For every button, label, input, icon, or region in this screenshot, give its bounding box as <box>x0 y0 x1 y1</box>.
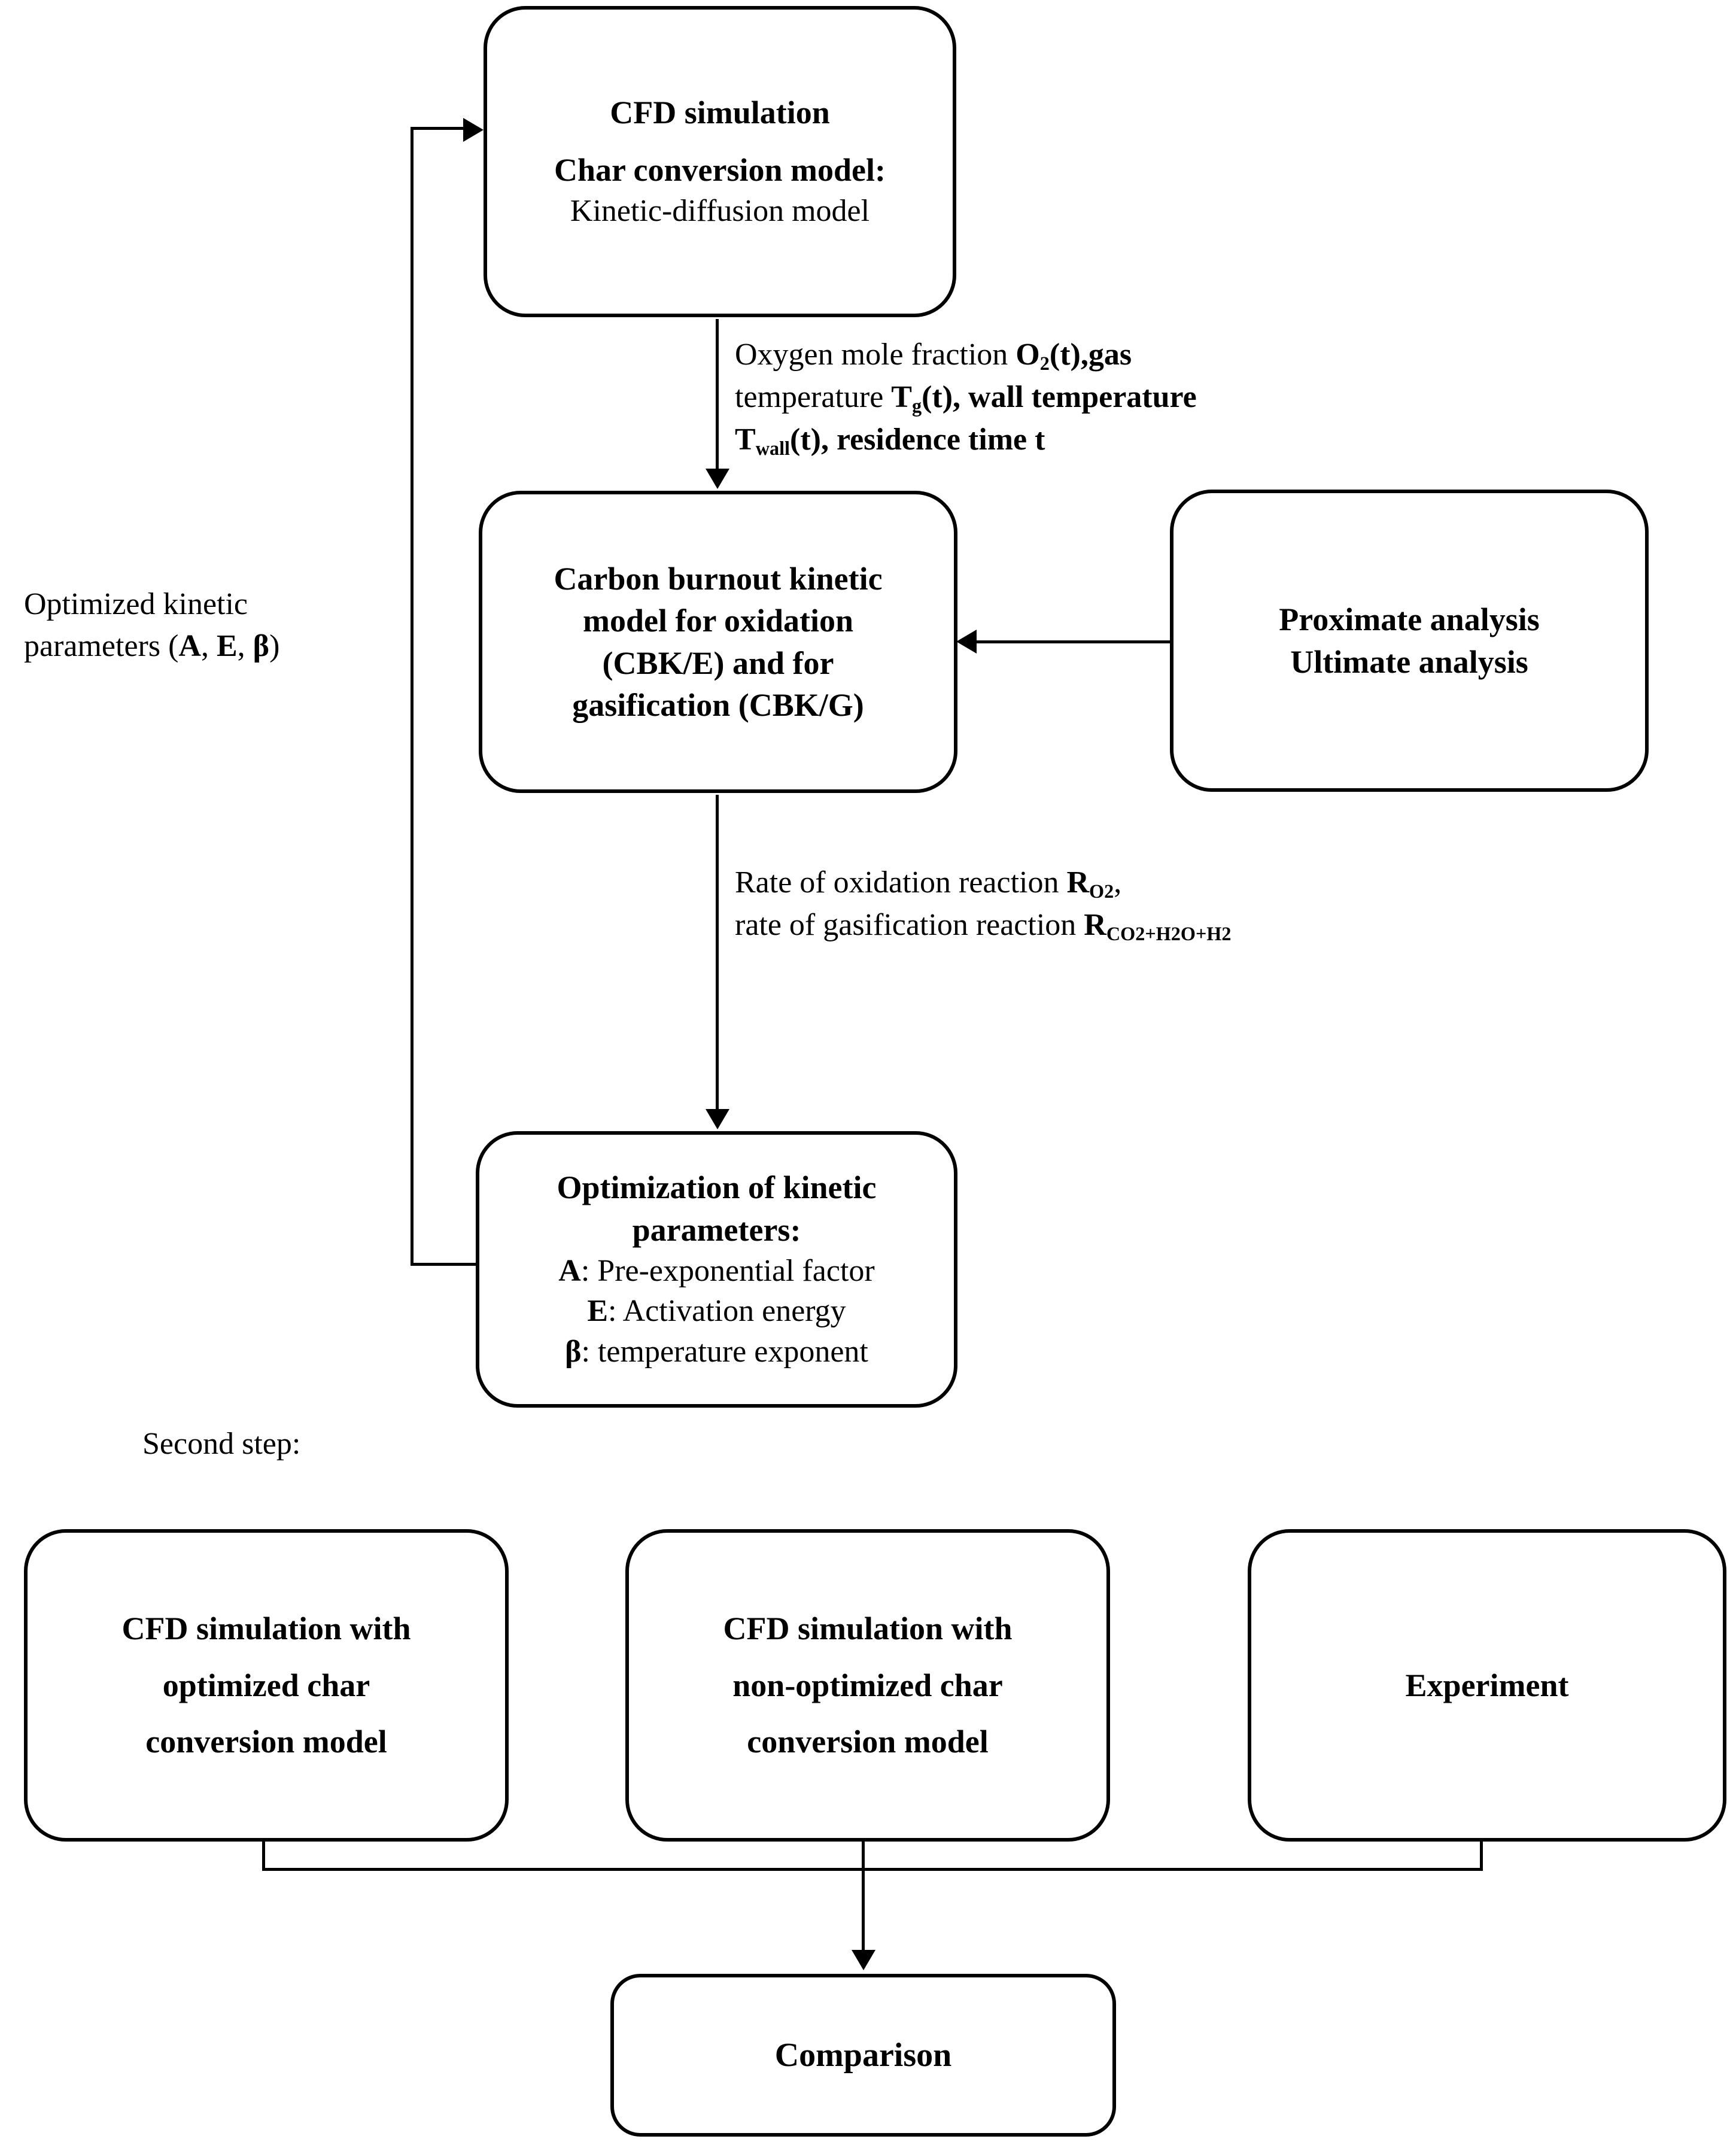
arrowhead-analysis-to-cbk <box>956 630 977 654</box>
connector-analysis-to-cbk <box>977 640 1171 643</box>
symbol-rco2: RCO2+H2O+H2 <box>1084 908 1232 945</box>
node-experiment-label: Experiment <box>1405 1667 1569 1703</box>
connector-feedback-bottom <box>411 1263 478 1266</box>
node-cbk-line4: gasification (CBK/G) <box>572 686 864 723</box>
arrowhead-cbk-to-opt <box>706 1109 729 1129</box>
node-cbk-line3: (CBK/E) and for <box>602 645 834 681</box>
arrowhead-bus-to-comparison <box>852 1950 875 1970</box>
arrowhead-feedback-to-cfd <box>463 118 484 142</box>
node-cfd-optimized-line1: CFD simulation with <box>121 1611 411 1647</box>
edge-label-cbk-to-opt: Rate of oxidation reaction RO2, rate of … <box>735 862 1232 947</box>
param-symbol-beta: β <box>565 1334 582 1369</box>
node-experiment[interactable]: Experiment <box>1248 1529 1726 1842</box>
node-cfd-simulation-subtitle: Char conversion model: <box>554 151 886 188</box>
connector-optimized-drop <box>262 1842 265 1870</box>
node-cfd-simulation-model: Kinetic-diffusion model <box>570 193 870 228</box>
node-optimization[interactable]: Optimization of kinetic parameters: A: P… <box>476 1131 957 1408</box>
symbol-ro2: RO2 <box>1066 865 1114 903</box>
feedback-symbol-a: A <box>178 628 201 663</box>
connector-cfd-to-cbk <box>716 319 719 469</box>
param-text-a: : Pre-exponential factor <box>580 1253 875 1288</box>
node-analysis-ultimate: Ultimate analysis <box>1290 643 1528 680</box>
param-text-e: : Activation energy <box>608 1294 846 1329</box>
node-cbk-line2: model for oxidation <box>582 603 853 639</box>
edge-label-cfd-line3: Twall(t), residence time t <box>735 419 1197 461</box>
connector-merge-bus <box>262 1868 1483 1871</box>
connector-experiment-drop <box>1480 1842 1483 1870</box>
connector-non-optimized-drop <box>862 1842 865 1870</box>
connector-feedback-vertical <box>411 127 414 1264</box>
node-opt-title1: Optimization of kinetic <box>557 1169 877 1206</box>
edge-label-cfd-line1: Oxygen mole fraction O2(t),gas <box>735 338 1132 375</box>
node-cfd-non-optimized-line1: CFD simulation with <box>723 1611 1013 1647</box>
node-comparison-label: Comparison <box>774 2036 952 2074</box>
node-carbon-burnout-model[interactable]: Carbon burnout kinetic model for oxidati… <box>479 491 957 793</box>
node-opt-param-e: E: Activation energy <box>500 1291 934 1332</box>
arrowhead-cfd-to-cbk <box>706 469 729 489</box>
symbol-t: t <box>1035 423 1045 457</box>
symbol-o2: O2(t),gas <box>1016 338 1132 375</box>
node-cfd-optimized-line3: conversion model <box>145 1724 387 1760</box>
feedback-symbol-e: E <box>216 628 238 663</box>
label-second-step: Second step: <box>142 1427 301 1461</box>
node-opt-param-a: A: Pre-exponential factor <box>500 1251 934 1292</box>
edge-label-cfd-line2: temperature Tg(t), wall temperature <box>735 380 1197 417</box>
edge-label-rate-line2: rate of gasification reaction RCO2+H2O+H… <box>735 908 1232 945</box>
param-symbol-a: A <box>558 1253 581 1288</box>
node-comparison[interactable]: Comparison <box>610 1974 1116 2137</box>
node-opt-title2: parameters: <box>632 1211 801 1248</box>
node-cfd-optimized[interactable]: CFD simulation with optimized char conve… <box>24 1529 509 1842</box>
symbol-tg: Tg(t), wall temperature <box>891 380 1197 417</box>
param-text-beta: : temperature exponent <box>581 1334 868 1369</box>
edge-label-cfd-to-cbk: Oxygen mole fraction O2(t),gas temperatu… <box>735 334 1197 462</box>
node-cfd-optimized-line2: optimized char <box>162 1667 370 1703</box>
node-cfd-simulation-title: CFD simulation <box>610 95 830 131</box>
node-cfd-non-optimized-line3: conversion model <box>747 1724 989 1760</box>
node-cfd-non-optimized-line2: non-optimized char <box>732 1667 1003 1703</box>
label-optimized-line2: parameters (A, E, β) <box>24 628 280 663</box>
label-optimized-parameters: Optimized kinetic parameters (A, E, β) <box>24 584 279 667</box>
node-cfd-simulation[interactable]: CFD simulation Char conversion model: Ki… <box>484 6 956 317</box>
param-symbol-e: E <box>587 1294 609 1329</box>
symbol-twall: Twall(t), residence time <box>735 423 1035 460</box>
label-optimized-line1: Optimized kinetic <box>24 587 248 621</box>
node-opt-param-beta: β: temperature exponent <box>500 1332 934 1372</box>
connector-cbk-to-opt <box>716 795 719 1109</box>
node-analysis-proximate: Proximate analysis <box>1279 601 1540 638</box>
node-cfd-non-optimized[interactable]: CFD simulation with non-optimized char c… <box>625 1529 1110 1842</box>
node-analysis[interactable]: Proximate analysis Ultimate analysis <box>1170 490 1649 792</box>
edge-label-rate-line1: Rate of oxidation reaction RO2, <box>735 865 1122 903</box>
feedback-symbol-beta: β <box>253 628 270 663</box>
connector-feedback-top <box>411 127 463 130</box>
node-cbk-line1: Carbon burnout kinetic <box>554 561 883 597</box>
connector-bus-to-comparison <box>862 1868 865 1961</box>
